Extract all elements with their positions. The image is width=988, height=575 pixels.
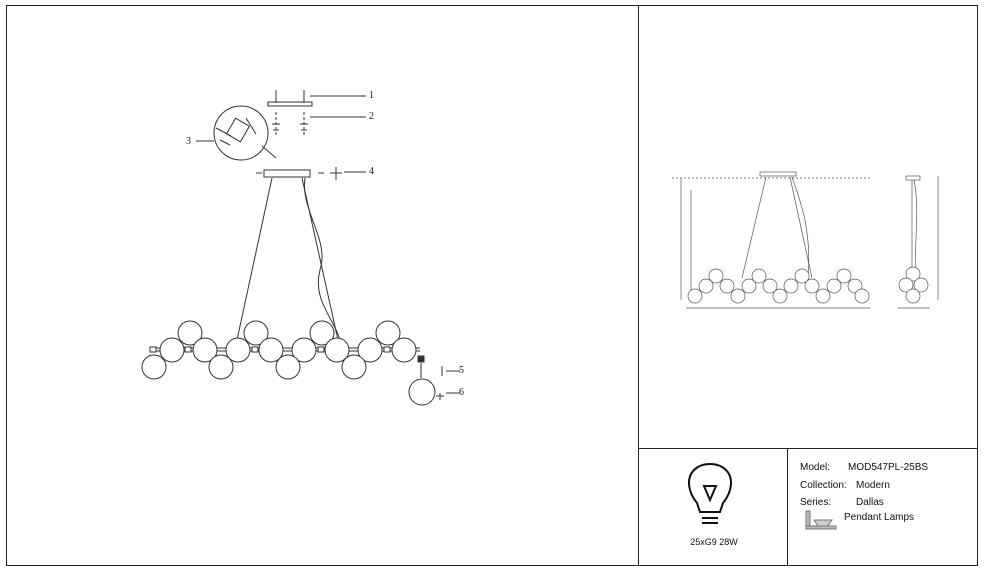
- bulb-spec-label: 25xG9 28W: [690, 537, 738, 547]
- series-value: Dallas: [856, 497, 884, 508]
- model-row: Model: MOD547PL-25BS: [800, 462, 928, 473]
- callout-4: 4: [369, 166, 374, 177]
- callout-1: 1: [369, 90, 374, 101]
- collection-label: Collection:: [800, 480, 847, 491]
- callout-2: 2: [369, 111, 374, 122]
- model-label: Model:: [800, 462, 831, 473]
- series-row: Series: Dallas: [800, 497, 884, 508]
- dimension-drawing-front: [672, 171, 870, 309]
- divider-vertical-info: [787, 448, 788, 566]
- globe-cluster: [141, 320, 417, 380]
- collection-value: Modern: [856, 480, 890, 491]
- callout-6: 6: [459, 387, 464, 398]
- collection-row: Collection: Modern: [800, 480, 890, 491]
- model-value: MOD547PL-25BS: [848, 462, 929, 473]
- bulb-icon: [688, 463, 732, 524]
- series-label: Series:: [800, 497, 832, 508]
- divider-horizontal: [638, 448, 978, 449]
- drawing-frame: [6, 5, 978, 566]
- dimension-drawing-side: [898, 175, 939, 309]
- divider-vertical: [638, 5, 639, 566]
- pendant-lamp-icon: [805, 510, 837, 530]
- callout-3: 3: [186, 136, 191, 147]
- lamp-type-value: Pendant Lamps: [844, 512, 915, 523]
- callout-5: 5: [459, 365, 464, 376]
